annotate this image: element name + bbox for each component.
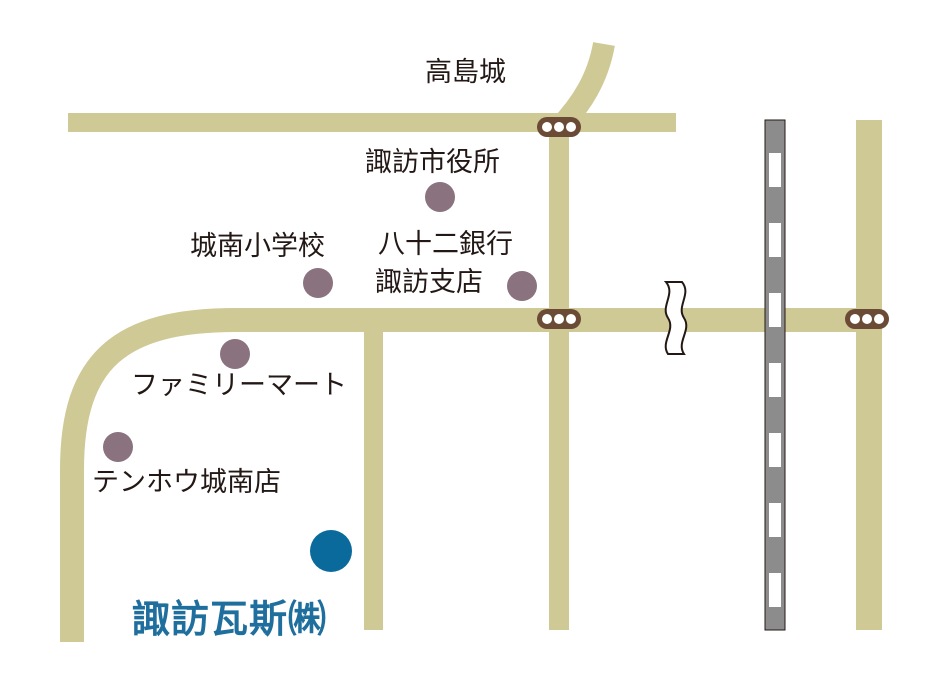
- company-marker-icon: [310, 530, 352, 572]
- road-top: [68, 113, 676, 132]
- road-break-icon: [663, 281, 688, 355]
- road-vertical-short: [364, 320, 383, 630]
- traffic-light-icon: [845, 309, 889, 329]
- familymart-marker-icon: [220, 339, 250, 369]
- road-vertical-center: [549, 120, 569, 630]
- traffic-light-icon: [537, 117, 581, 137]
- label-bank-line2: 諏訪支店: [375, 267, 483, 298]
- label-tenhou: テンホウ城南店: [92, 467, 281, 498]
- tenhou-marker-icon: [103, 432, 133, 462]
- bank-marker-icon: [507, 271, 537, 301]
- railway-track-icon: [764, 119, 786, 631]
- school-marker-icon: [303, 268, 333, 298]
- road-left-curve: [60, 308, 237, 642]
- label-bank-line1: 八十二銀行: [378, 229, 513, 260]
- road-vertical-right: [856, 120, 882, 630]
- traffic-light-icon: [537, 309, 581, 329]
- city-hall-marker-icon: [425, 182, 455, 212]
- roads: [60, 41, 882, 642]
- label-castle: 高島城: [425, 57, 506, 88]
- label-city-hall: 諏訪市役所: [365, 147, 500, 178]
- label-school: 城南小学校: [190, 231, 325, 262]
- label-familymart: ファミリーマート: [131, 370, 347, 401]
- label-company: 諏訪瓦斯㈱: [132, 597, 328, 641]
